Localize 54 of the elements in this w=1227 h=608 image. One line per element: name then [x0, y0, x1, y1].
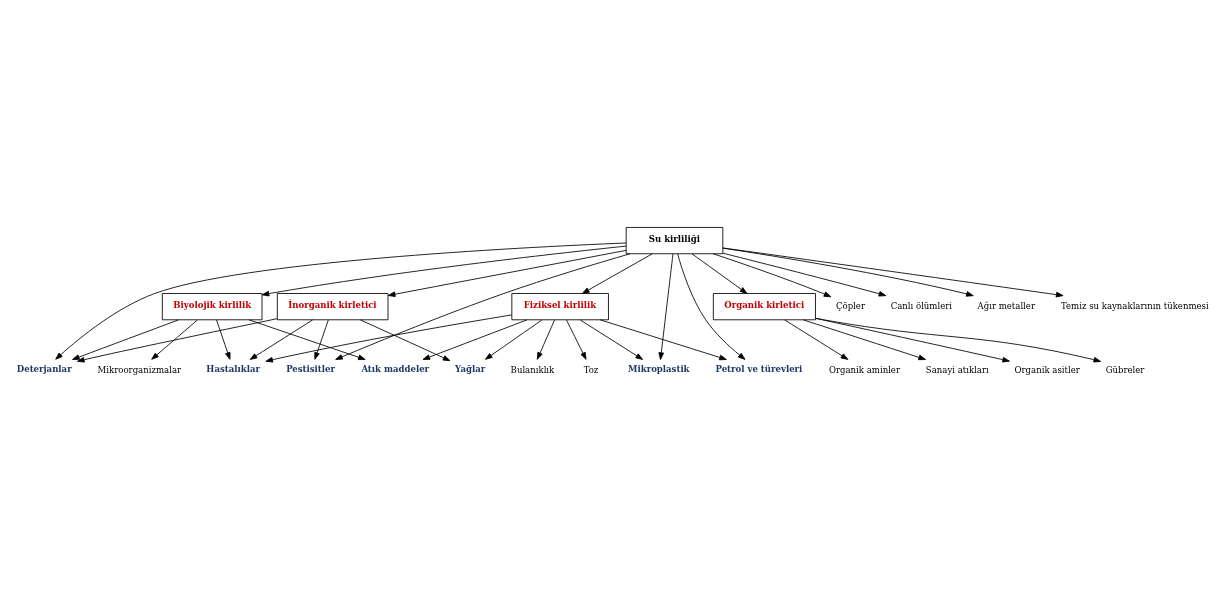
arrow — [314, 319, 329, 360]
arrow — [76, 317, 278, 362]
node-text: Bulanıklık — [510, 364, 555, 375]
arrow — [784, 319, 849, 360]
arrow — [536, 319, 555, 360]
node-text: Pestisitler — [286, 363, 336, 374]
arrow — [658, 252, 674, 360]
arrow — [265, 314, 513, 362]
arrow — [599, 318, 727, 360]
node-text: Atık maddeler — [361, 363, 430, 374]
arrow — [387, 249, 627, 297]
node-box: İnorganik kirletici — [276, 292, 389, 320]
arrow — [422, 318, 528, 360]
node-box: Su kirliliği — [625, 226, 724, 254]
arrow — [151, 319, 198, 360]
arrow — [249, 319, 314, 360]
arrow — [815, 317, 1010, 362]
arrow — [359, 318, 451, 361]
node-text: Organik asitler — [1014, 364, 1080, 375]
node-text: Ağır metaller — [977, 300, 1035, 311]
node-text: Mikroplastik — [628, 363, 690, 374]
arrow — [691, 252, 748, 294]
node-box: Biyolojik kirlilik — [161, 292, 263, 320]
arrow — [261, 245, 627, 296]
node-text: Mikroorganizmalar — [97, 364, 182, 375]
arrow — [815, 317, 1102, 362]
node-box: Organik kirletici — [712, 292, 816, 320]
node-text: Deterjanlar — [16, 363, 72, 374]
node-box: Fiziksel kirlilik — [511, 292, 609, 320]
node-text: Toz — [583, 364, 599, 375]
node-text: Yağlar — [454, 363, 486, 374]
node-text: Organik aminler — [828, 364, 901, 375]
node-text: Temiz su kaynaklarının tükenmesi — [1060, 300, 1209, 311]
node-text: Petrol ve türevleri — [715, 363, 803, 374]
arrow — [677, 253, 746, 360]
node-text: Canlı ölümleri — [890, 300, 953, 311]
arrow — [722, 247, 974, 297]
arrow — [566, 319, 587, 360]
node-text: Çöpler — [835, 300, 865, 311]
arrow — [335, 252, 631, 360]
arrow — [802, 318, 926, 360]
arrow — [722, 247, 1064, 297]
arrow — [712, 252, 832, 297]
arrow — [579, 319, 644, 360]
node-text: Sanayi atıkları — [925, 364, 989, 375]
arrow — [72, 318, 179, 360]
arrow — [485, 319, 543, 360]
arrow — [582, 252, 653, 294]
arrow — [216, 319, 231, 360]
arrow — [55, 242, 627, 360]
node-text: Gübreler — [1105, 364, 1145, 375]
arrow — [722, 252, 887, 296]
node-text: Hastalıklar — [206, 363, 260, 374]
arrow — [248, 318, 366, 360]
